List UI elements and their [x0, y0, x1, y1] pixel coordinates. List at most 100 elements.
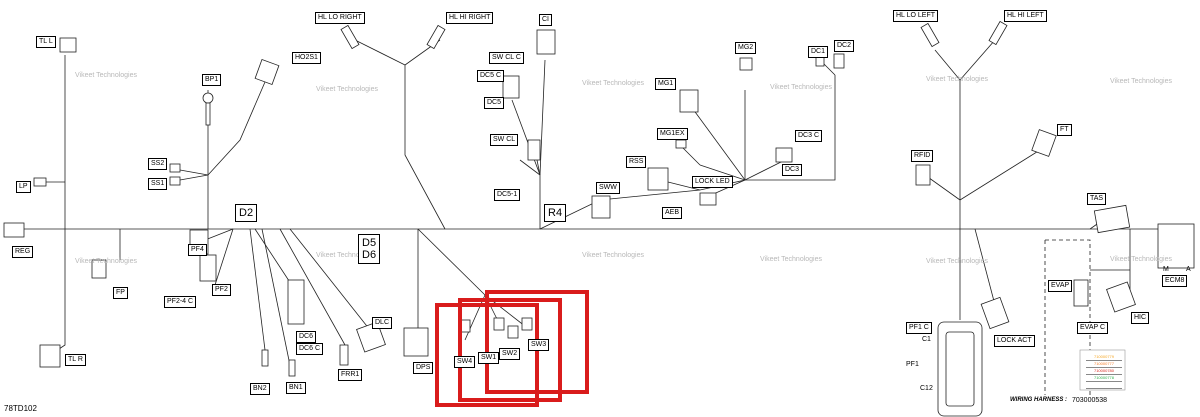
- connector-sw2: [507, 325, 519, 339]
- label-d5: D5: [362, 237, 377, 249]
- label-sw3: SW3: [528, 339, 550, 351]
- connector-bp1: [202, 92, 214, 104]
- connector-rfid: [915, 164, 931, 186]
- watermark: Vikeet Technologies: [1110, 256, 1173, 263]
- label-tl-l: TL L: [36, 36, 56, 48]
- label-frr1: FRR1: [338, 369, 363, 381]
- label-r4: R4: [544, 204, 567, 222]
- connector-sw1: [493, 317, 505, 331]
- label-mg2: MG2: [735, 42, 757, 54]
- label-ss1: SS1: [148, 178, 168, 190]
- label-pf4: PF4: [188, 244, 207, 256]
- label-tl-r: TL R: [65, 354, 86, 366]
- label-mg1: MG1: [655, 78, 677, 90]
- legend-row: 710000779: [1086, 354, 1122, 361]
- label-hl-hi-right: HL HI RIGHT: [446, 12, 494, 24]
- label-rfid: RFID: [911, 150, 934, 162]
- label-sw-cl: SW CL: [490, 134, 519, 146]
- label-rss: RSS: [626, 156, 647, 168]
- connector-frr1: [339, 344, 349, 366]
- label-bn1: BN1: [286, 382, 306, 394]
- label-tas: TAS: [1087, 193, 1107, 205]
- connector-hl-hi-left: [988, 20, 1008, 46]
- watermark: Vikeet Technologies: [926, 76, 989, 83]
- legend-row: 710000780: [1086, 368, 1122, 375]
- harness-number: 703000538: [1072, 397, 1108, 404]
- legend-row: 710000778: [1086, 375, 1122, 382]
- watermark: Vikeet Technologies: [316, 86, 379, 93]
- connector-sw-cl: [527, 139, 541, 161]
- label-hl-lo-left: HL LO LEFT: [893, 10, 939, 22]
- connector-mg1: [679, 89, 699, 113]
- label-evap-c: EVAP C: [1077, 322, 1109, 334]
- harness-label: WIRING HARNESS :: [1010, 397, 1067, 403]
- label-hic: HIC: [1131, 312, 1150, 324]
- watermark: Vikeet Technologies: [770, 84, 833, 91]
- connector-ho2s1: [254, 59, 280, 85]
- connector-ci: [536, 29, 556, 55]
- label-dc6: DC6: [296, 331, 317, 343]
- label-dc5: DC5: [484, 97, 505, 109]
- watermark: Vikeet Technologies: [75, 72, 138, 79]
- connector-lock-led: [699, 192, 717, 206]
- label-pf2: PF2: [212, 284, 231, 296]
- label-dps: DPS: [413, 362, 434, 374]
- label-ft: FT: [1057, 124, 1072, 136]
- watermark: Vikeet Technologies: [926, 258, 989, 265]
- connector-tl-r: [39, 344, 61, 368]
- connector-ft: [1031, 129, 1057, 157]
- connector-bn1: [288, 359, 296, 377]
- connector-dc2: [833, 53, 845, 69]
- connector-dps: [403, 327, 429, 357]
- label-sw1: SW1: [478, 352, 500, 364]
- watermark: Vikeet Technologies: [75, 258, 138, 265]
- label-dc5-1: DC5-1: [494, 189, 521, 201]
- label-a: A: [1186, 266, 1191, 273]
- label-sw-cl-c: SW CL C: [489, 52, 524, 64]
- label-lp: LP: [16, 181, 31, 193]
- label-lock-act: LOCK ACT: [994, 335, 1035, 347]
- connector-dc5: [502, 75, 520, 99]
- label-sww: SWW: [596, 182, 620, 194]
- label-m: M: [1163, 266, 1169, 273]
- highlight-boxes: [435, 290, 589, 407]
- watermark: Vikeet Technologies: [316, 252, 379, 259]
- watermark: Vikeet Technologies: [1110, 78, 1173, 85]
- highlight-box-3: [485, 290, 589, 394]
- connector-hic: [1106, 281, 1136, 313]
- label-bp1: BP1: [202, 74, 222, 86]
- label-hl-lo-right: HL LO RIGHT: [315, 12, 365, 24]
- label-reg: REG: [12, 246, 34, 258]
- connector-fp: [91, 259, 107, 279]
- watermark: Vikeet Technologies: [582, 252, 645, 259]
- highlight-box-2: [458, 298, 562, 402]
- label-pf1-c: PF1 C: [906, 322, 932, 334]
- document-id: 78TD102: [4, 404, 37, 413]
- connector-ss2: [169, 163, 181, 173]
- label-bn2: BN2: [250, 383, 270, 395]
- connector-tas: [1093, 204, 1131, 234]
- label-sw4: SW4: [454, 356, 476, 368]
- connector-mg2: [739, 57, 753, 71]
- connector-ecm8: [1157, 223, 1195, 269]
- connector-sww: [591, 195, 611, 219]
- label-ecm8: ECM8: [1162, 275, 1188, 287]
- label-dlc: DLC: [372, 317, 393, 329]
- label-d2: D2: [235, 204, 258, 222]
- label-mg1ex: MG1EX: [657, 128, 688, 140]
- connector-hl-lo-right: [340, 24, 360, 50]
- label-d6: D6: [362, 249, 377, 261]
- connector-dlc: [356, 321, 386, 353]
- connector-ss1: [169, 176, 181, 186]
- label-lock-led: LOCK LED: [692, 176, 733, 188]
- label-c12: C12: [920, 385, 933, 392]
- connector-bn2: [261, 349, 269, 367]
- connector-reg: [3, 222, 25, 238]
- label-pf1: PF1: [906, 361, 919, 368]
- connector-dc3: [775, 147, 793, 163]
- connector-sw3: [521, 317, 533, 331]
- label-evap: EVAP: [1048, 280, 1073, 292]
